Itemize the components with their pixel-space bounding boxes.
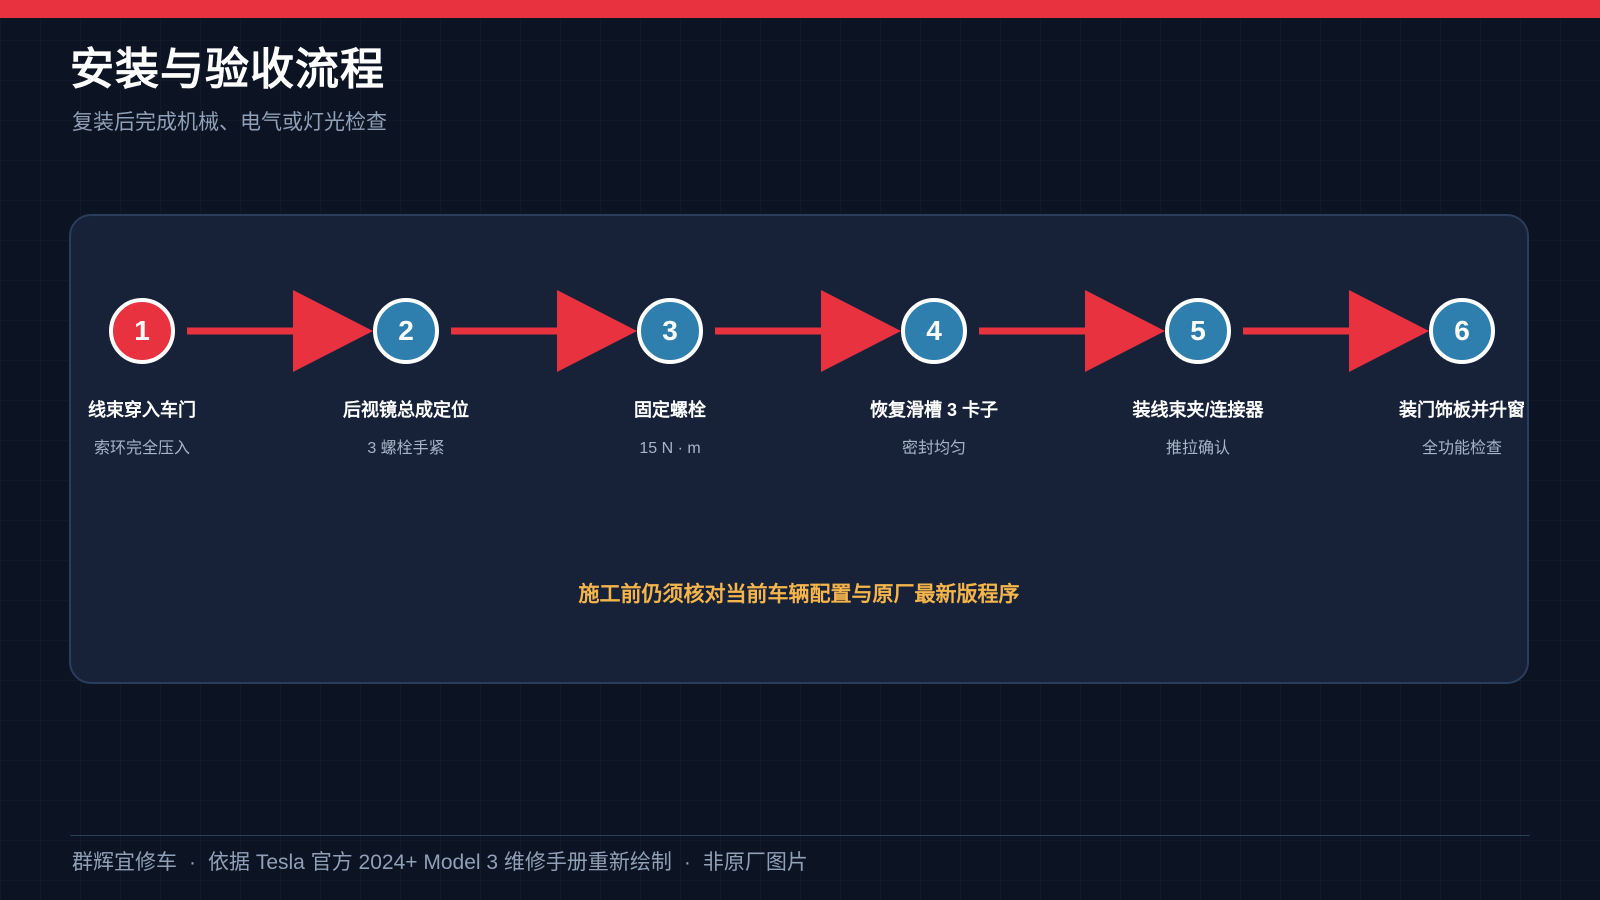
step-6-number: 6 [1429,298,1495,364]
step-1-desc: 索环完全压入 [93,440,190,457]
arrow-head-1 [293,290,373,372]
arrow-head-5 [1349,290,1429,372]
step-2-desc: 3 螺栓手紧 [367,440,445,457]
step-4-number: 4 [901,298,967,364]
step-3-desc: 15 N · m [639,440,701,457]
top-accent-bar [0,0,1600,18]
flow-connectors [187,290,1429,372]
page-subtitle: 复装后完成机械、电气或灯光检查 [72,111,387,134]
step-4-title: 恢复滑槽 3 卡子 [869,400,998,420]
page-title: 安装与验收流程 [70,45,385,94]
step-2-number: 2 [373,298,439,364]
process-panel: 1 线束穿入车门 索环完全压入 2 后视镜总成定位 3 螺栓手紧 3 固定螺栓 … [69,214,1529,684]
step-3-title: 固定螺栓 [634,400,706,420]
step-3-number: 3 [637,298,703,364]
step-1-number: 1 [109,298,175,364]
step-5-title: 装线束夹/连接器 [1132,400,1264,420]
step-5-number: 5 [1165,298,1231,364]
step-1-title: 线束穿入车门 [88,400,196,420]
step-5-desc: 推拉确认 [1165,440,1230,457]
step-6-desc: 全功能检查 [1421,440,1502,457]
step-2-title: 后视镜总成定位 [343,400,469,420]
footer-source: 依据 Tesla 官方 2024+ Model 3 维修手册重新绘制 [208,851,672,874]
footer-brand: 群辉宜修车 [72,851,177,874]
footer-divider [70,835,1530,836]
step-6-title: 装门饰板并升窗 [1399,400,1525,420]
step-4-desc: 密封均匀 [901,440,966,457]
footer: 群辉宜修车 · 依据 Tesla 官方 2024+ Model 3 维修手册重新绘制… [72,848,808,878]
arrow-head-2 [557,290,637,372]
warning-note: 施工前仍须核对当前车辆配置与原厂最新版程序 [578,583,1020,606]
footer-separator: · [683,851,691,874]
footer-note: 非原厂图片 [702,851,808,874]
arrow-head-4 [1085,290,1165,372]
arrow-head-3 [821,290,901,372]
footer-separator: · [189,851,196,874]
